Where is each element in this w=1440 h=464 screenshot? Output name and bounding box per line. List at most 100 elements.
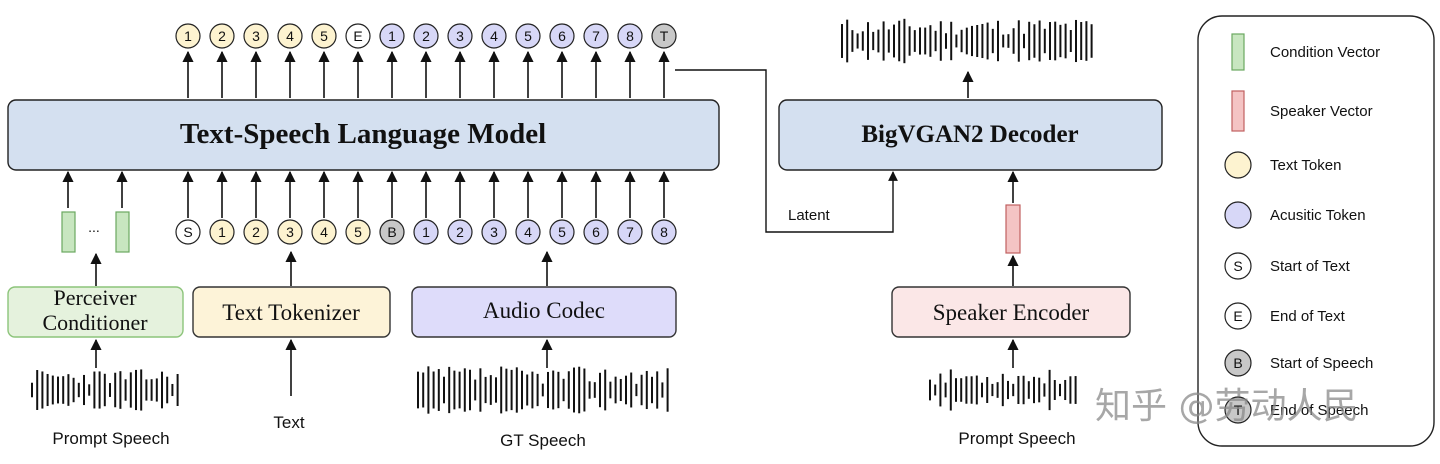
condition-vector-icon [1231, 33, 1245, 71]
input-token-label: 2 [252, 224, 260, 240]
speaker-encoder-title: Speaker Encoder [933, 300, 1090, 325]
audio-codec-box [411, 286, 677, 338]
output-token-circle [345, 23, 371, 49]
input-token-circle [277, 219, 303, 245]
output-token-circle [379, 23, 405, 49]
decoder-title: BigVGAN2 Decoder [861, 121, 1078, 148]
legend-box [1197, 15, 1435, 447]
legend-item-label: Speaker Vector [1270, 103, 1373, 120]
gt-speech-label: GT Speech [500, 431, 586, 450]
text-tokenizer-title: Text Tokenizer [222, 300, 360, 325]
decoder-box [778, 99, 1163, 171]
output-token-circle [175, 23, 201, 49]
legend-item-label: Start of Text [1270, 258, 1351, 275]
input-token-label: 4 [320, 224, 328, 240]
output-token-circle [651, 23, 677, 49]
perceiver-conditioner-line1: Perceiver [53, 285, 137, 310]
input-token-label: 5 [558, 224, 566, 240]
legend-item-label: Acusitic Token [1270, 207, 1366, 224]
output-token-circle [311, 23, 337, 49]
start-of-text-icon [1224, 252, 1252, 280]
input-token-circle [583, 219, 609, 245]
condition-vector [61, 211, 76, 253]
input-token-circle [243, 219, 269, 245]
latent-label: Latent [788, 207, 831, 224]
input-token-circle [515, 219, 541, 245]
end-of-speech-symbol: T [1234, 402, 1243, 418]
input-token-circle [379, 219, 405, 245]
text-input-label: Text [273, 413, 304, 432]
output-token-label: 3 [252, 28, 260, 44]
output-token-label: 7 [592, 28, 600, 44]
output-token-label: 1 [184, 28, 192, 44]
output-token-label: 4 [490, 28, 498, 44]
gt-speech-waveform-icon [417, 366, 669, 414]
condition-vectors: ... [61, 170, 130, 286]
output-token-circle [549, 23, 575, 49]
output-token-circle [243, 23, 269, 49]
perceiver-conditioner-line2: Conditioner [42, 310, 148, 335]
legend-item-label: End of Text [1270, 308, 1346, 325]
prompt-speech-waveform-icon [929, 369, 1077, 411]
output-token-circle [583, 23, 609, 49]
output-token-circle [481, 23, 507, 49]
prompt-speech-label: Prompt Speech [958, 429, 1075, 448]
text-token-icon [1224, 151, 1252, 179]
end-of-text-icon [1224, 302, 1252, 330]
acoustic-token-icon [1224, 201, 1252, 229]
input-token-circle [481, 219, 507, 245]
speaker-vector-icon [1231, 90, 1245, 132]
input-token-circle [549, 219, 575, 245]
start-of-text-symbol: S [1233, 258, 1242, 274]
start-of-speech-icon [1224, 349, 1252, 377]
output-token-circle [515, 23, 541, 49]
input-token-circle [413, 219, 439, 245]
output-token-label: 8 [626, 28, 634, 44]
speaker-vector [1005, 204, 1021, 254]
prompt-speech-waveform-icon [31, 369, 179, 411]
output-token-label: 5 [320, 28, 328, 44]
output-token-circle [413, 23, 439, 49]
legend-item-label: End of Speech [1270, 402, 1368, 419]
output-token-label: 1 [388, 28, 396, 44]
speaker-encoder-box [891, 286, 1131, 338]
legend-item-label: Text Token [1270, 157, 1341, 174]
input-token-label: 1 [422, 224, 430, 240]
output-token-label: 5 [524, 28, 532, 44]
output-token-label: 2 [422, 28, 430, 44]
input-token-label: 1 [218, 224, 226, 240]
condition-vector [115, 211, 130, 253]
language-model-box [7, 99, 720, 171]
input-token-label: 6 [592, 224, 600, 240]
input-token-label: 7 [626, 224, 634, 240]
input-token-circle [651, 219, 677, 245]
output-token-label: 3 [456, 28, 464, 44]
input-token-label: B [387, 224, 396, 240]
perceiver-conditioner-box [7, 286, 184, 338]
condition-vector-ellipsis: ... [88, 219, 100, 235]
output-token-circle [617, 23, 643, 49]
output-token-circle [277, 23, 303, 49]
end-of-text-symbol: E [1233, 308, 1242, 324]
output-token-circle [447, 23, 473, 49]
latent-connector [675, 69, 898, 233]
end-of-speech-icon [1224, 396, 1252, 424]
input-token-label: 5 [354, 224, 362, 240]
input-token-circle [209, 219, 235, 245]
input-token-circle [447, 219, 473, 245]
watermark: 知乎 @劳动人民 [1095, 386, 1358, 427]
input-token-circle [345, 219, 371, 245]
input-token-label: 8 [660, 224, 668, 240]
audio-codec-title: Audio Codec [483, 298, 605, 323]
output-token-label: 2 [218, 28, 226, 44]
input-token-circle [617, 219, 643, 245]
input-token-circle [175, 219, 201, 245]
input-token-label: 3 [490, 224, 498, 240]
input-token-circle [311, 219, 337, 245]
text-tokenizer-box [192, 286, 391, 338]
output-token-label: E [353, 28, 362, 44]
